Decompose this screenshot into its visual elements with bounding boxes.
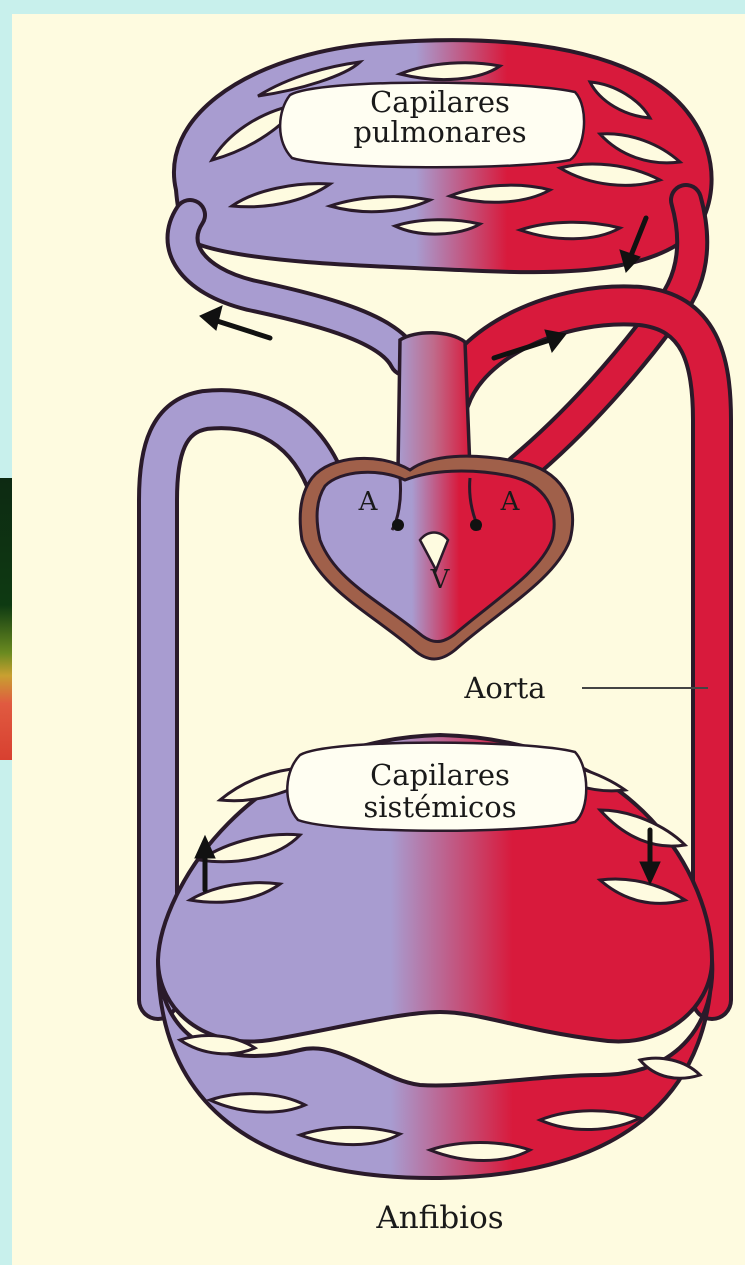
systemic-capillaries-label-line2: sistémicos xyxy=(363,790,516,824)
pulmonary-capillary-bed: Capilares pulmonares xyxy=(174,40,712,272)
pulmonary-capillaries-label-line2: pulmonares xyxy=(353,115,526,149)
aorta-label: Aorta xyxy=(463,671,545,705)
heart: A A V xyxy=(300,456,572,659)
truncus-arteriosus xyxy=(398,333,470,470)
systemic-capillary-bed: Capilares sistémicos xyxy=(158,735,712,1178)
right-atrium-label: A xyxy=(500,487,521,517)
left-atrium-label: A xyxy=(358,487,379,517)
pulmonary-capillaries-label-line1: Capilares xyxy=(370,85,510,119)
diagram-caption: Anfibios xyxy=(375,1200,503,1236)
ventricle-label: V xyxy=(430,565,451,595)
systemic-capillaries-label-line1: Capilares xyxy=(370,758,510,792)
